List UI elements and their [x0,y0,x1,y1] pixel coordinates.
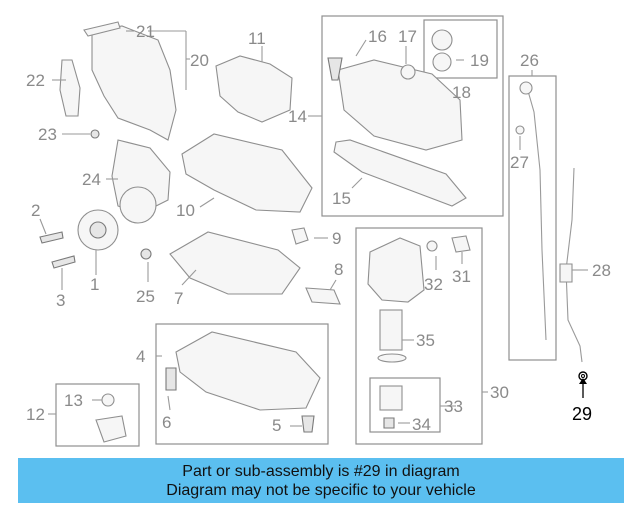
callout-1: 1 [90,275,99,294]
valve-cover [337,59,463,151]
sensor-8 [305,287,341,305]
info-banner: Part or sub-assembly is #29 in diagram D… [18,458,624,503]
callout-2: 2 [31,201,40,220]
callout-29[interactable]: 29 [572,404,592,424]
callout-13: 13 [64,391,83,410]
callout-31: 31 [452,267,471,286]
callout-35: 35 [416,331,435,350]
timing-cover-seal [83,21,121,37]
parts-diagram: 1 2 3 4 5 6 7 8 9 10 11 12 13 14 15 16 1… [26,15,611,447]
leader-lines [39,30,588,427]
filter-seal [377,353,407,363]
oil-filler-cap [431,29,453,51]
callout-7: 7 [174,289,183,308]
callout-3: 3 [56,291,65,310]
seal-17 [400,64,416,80]
upper-timing-cover [91,25,177,141]
callout-32: 32 [424,275,443,294]
callout-23: 23 [38,125,57,144]
oil-baffle [169,231,301,295]
seal-31 [451,235,471,253]
valve-cover-gasket [333,139,467,207]
plug-9 [291,227,309,245]
callout-16: 16 [368,27,387,46]
callout-24: 24 [82,170,101,189]
banner-line-part-number: Part or sub-assembly is #29 in diagram [182,462,460,480]
group-box-12 [55,383,140,447]
seal-13 [101,393,115,407]
group-box-33 [369,377,441,433]
group-box-18 [423,19,498,79]
callout-5: 5 [272,416,281,435]
dipstick [525,83,547,341]
oil-filter-element [379,309,403,351]
callout-17: 17 [398,27,417,46]
group-box-30 [355,227,483,445]
callout-14: 14 [288,107,307,126]
callout-25: 25 [136,287,155,306]
callout-9: 9 [332,229,341,248]
dipstick-tube [565,167,583,363]
seal-29-inner [581,374,585,378]
callout-18: 18 [452,83,471,102]
seal-34 [383,417,395,429]
bolt-3 [51,255,76,269]
cap-seal-19 [432,52,452,72]
seal-27 [515,125,525,135]
callout-30: 30 [490,383,509,402]
bolt-2 [39,231,64,244]
callout-26: 26 [520,51,539,70]
dipstick-handle [519,81,533,95]
filter-cap [379,385,403,411]
bolt-23 [90,129,100,139]
drain-plug-6 [165,367,177,391]
callout-20: 20 [190,51,209,70]
callout-19: 19 [470,51,489,70]
oil-pan [175,331,321,411]
timing-cover-opening [119,186,157,224]
oil-level-sensor [95,415,127,443]
callout-15: 15 [332,189,351,208]
crankshaft-pulley-hub [89,221,107,239]
seal-32 [426,240,438,252]
plug-25 [140,248,152,260]
callout-33: 33 [444,397,463,416]
callout-6: 6 [162,413,171,432]
oil-filter-housing [367,237,425,303]
vacuum-pump-assembly [215,55,293,123]
callout-10: 10 [176,201,195,220]
callout-11: 11 [248,29,266,48]
callout-12: 12 [26,405,45,424]
group-box-4 [155,323,329,445]
intermediate-pan [181,133,313,213]
callout-4: 4 [136,347,145,366]
callout-28: 28 [592,261,611,280]
group-box-26 [508,75,557,361]
bolt-5 [301,415,315,433]
callout-27: 27 [510,153,529,172]
side-timing-cover [59,59,81,117]
callout-34: 34 [412,415,431,434]
callout-22: 22 [26,71,45,90]
callout-21: 21 [136,22,155,41]
callout-8: 8 [334,260,343,279]
banner-line-disclaimer: Diagram may not be specific to your vehi… [166,481,476,499]
tube-bracket [559,263,573,283]
bolt-16 [327,57,343,81]
